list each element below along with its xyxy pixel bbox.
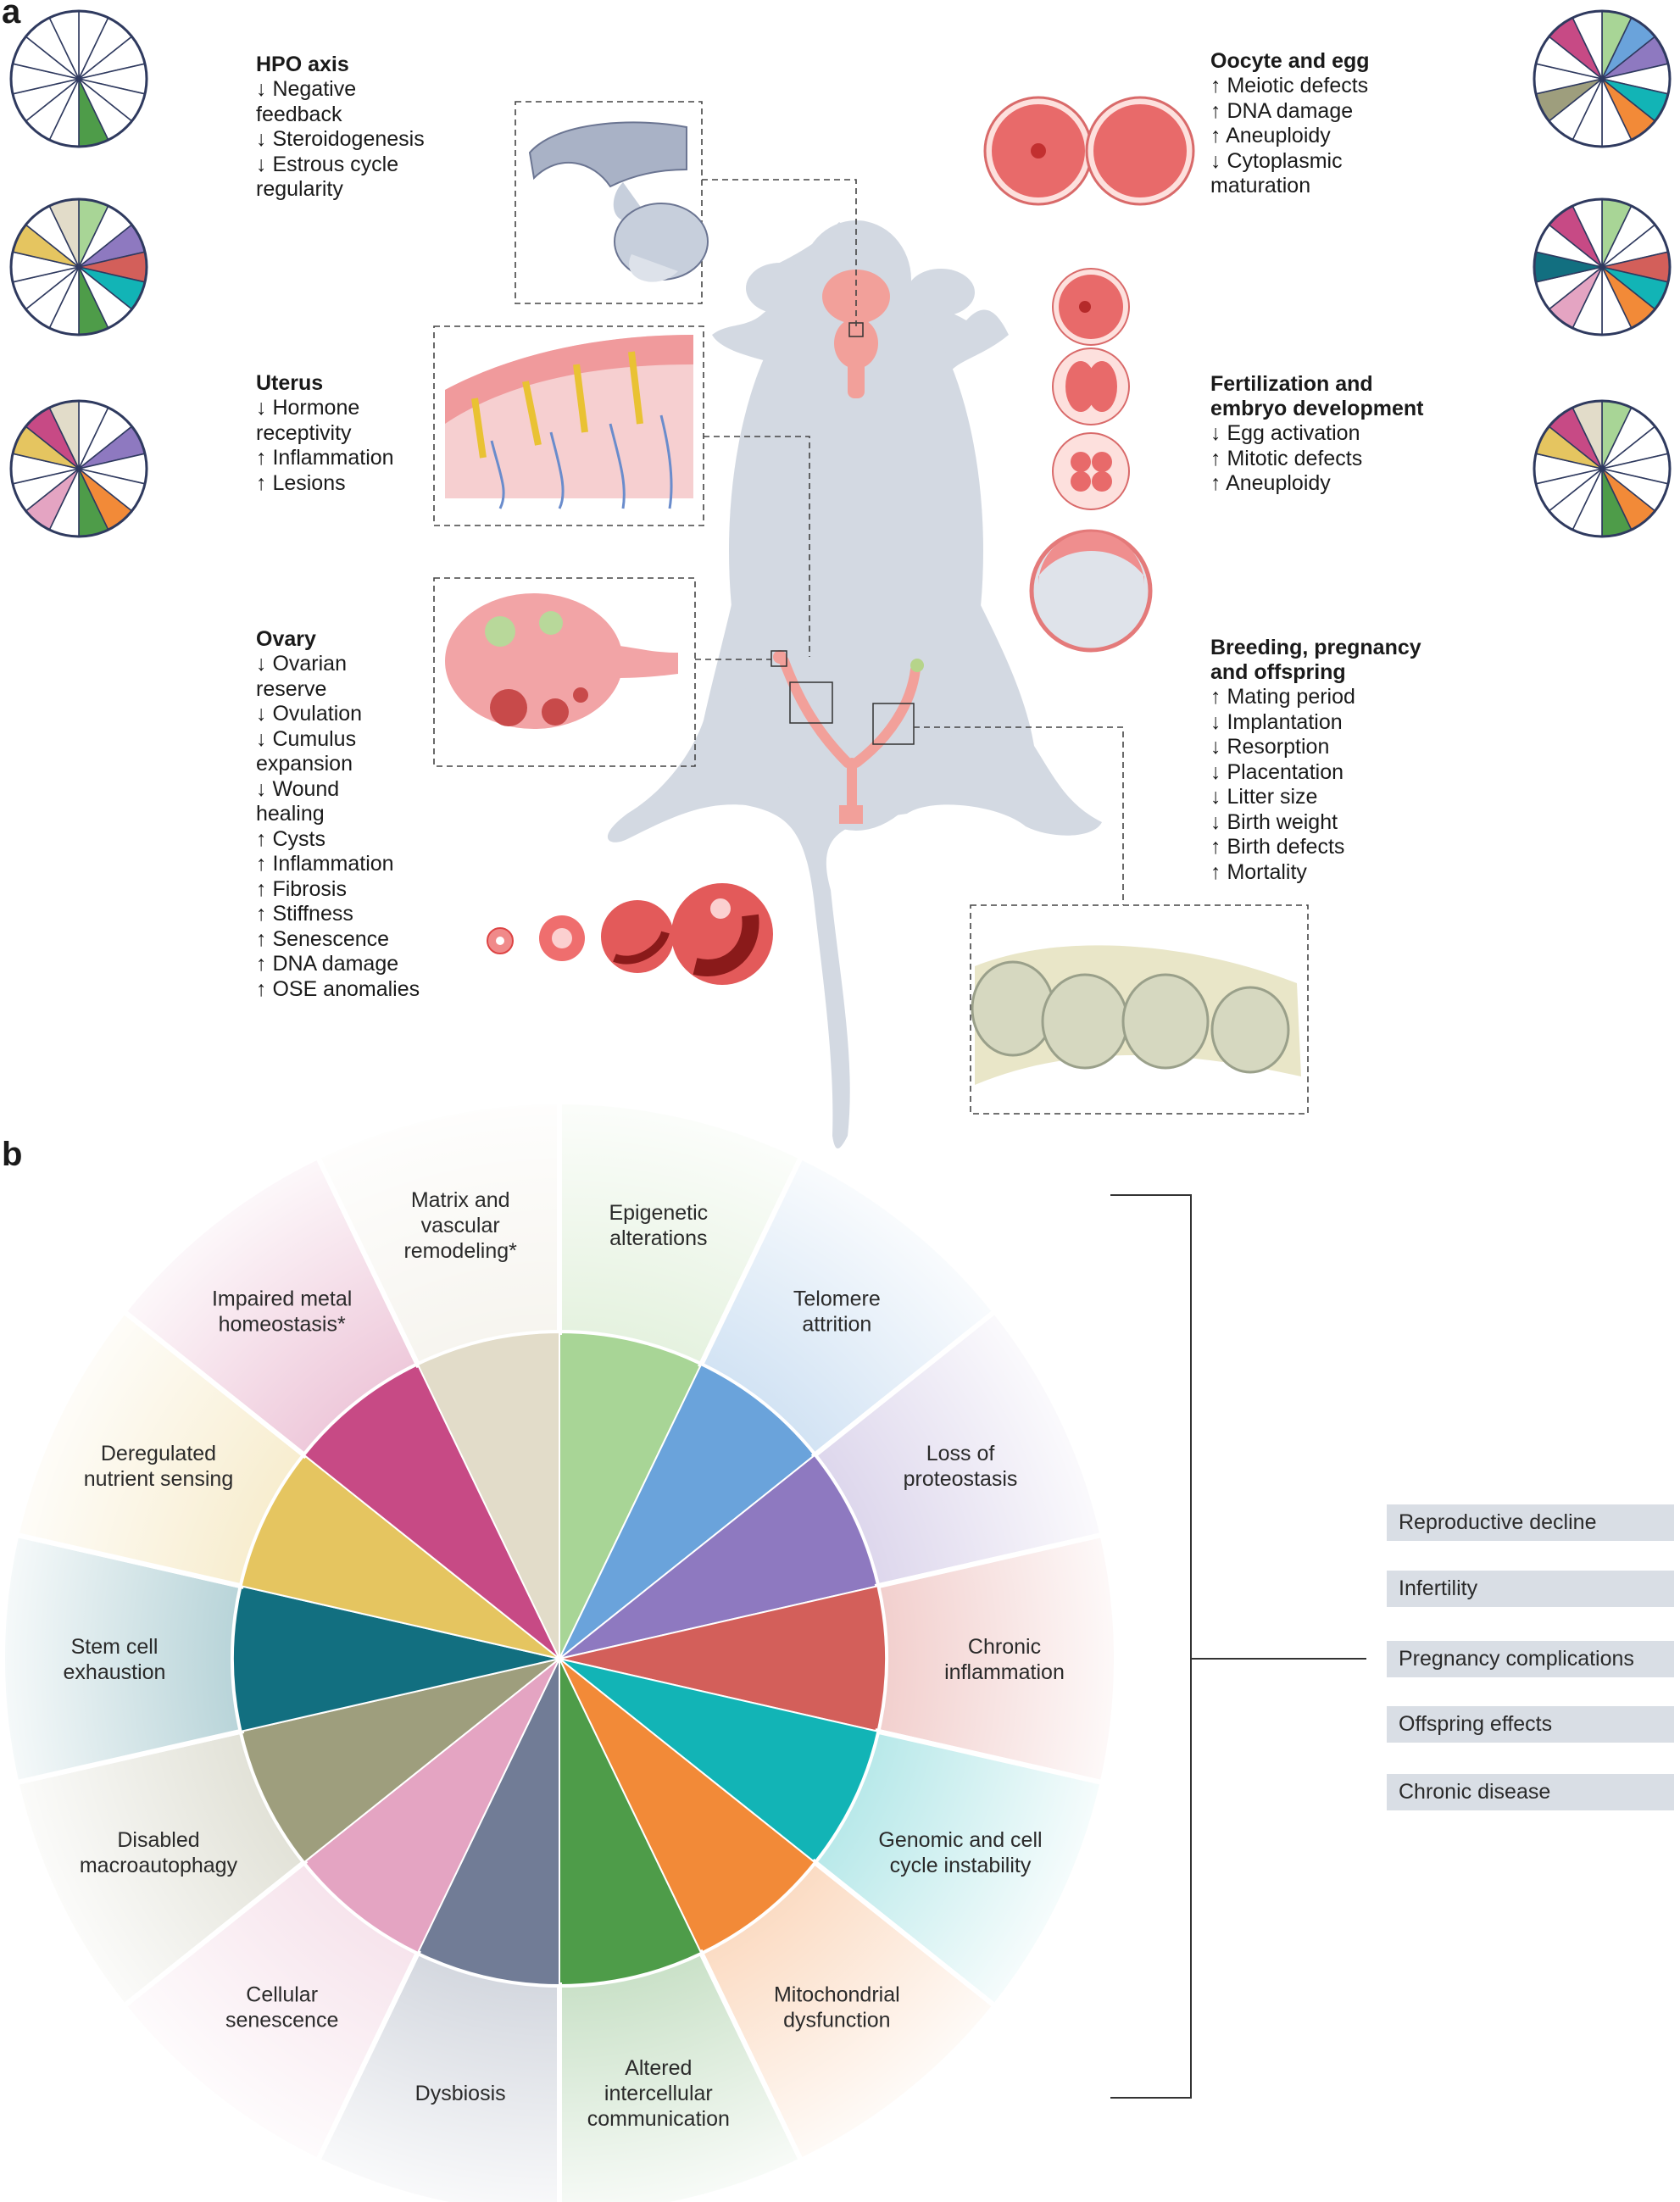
segment-genomic bbox=[559, 1658, 879, 1864]
uterus-block: Uterus ↓ Hormone receptivity ↑ Inflammat… bbox=[256, 371, 394, 496]
oocyte-eggs-icon bbox=[983, 96, 1195, 206]
embryo-stages-icon bbox=[1029, 268, 1153, 653]
segment-telomere bbox=[559, 1363, 816, 1660]
segment-communication bbox=[559, 1658, 703, 1987]
segment-autophagy bbox=[240, 1658, 560, 1864]
segment-mitochondrial bbox=[559, 1658, 816, 1955]
segment-dysbiosis bbox=[416, 1658, 560, 1987]
breeding-block: Breeding, pregnancy and offspring ↑ Mati… bbox=[1210, 636, 1421, 885]
uterus-items: ↓ Hormone receptivity ↑ Inflammation ↑ L… bbox=[256, 396, 394, 495]
panel-a-illustration bbox=[9, 9, 1672, 1148]
uterus-tissue-illustration-icon bbox=[445, 335, 693, 509]
ovary-mini-wheel bbox=[9, 399, 148, 538]
label-dysbiosis: Dysbiosis bbox=[415, 2082, 506, 2105]
breeding-items: ↑ Mating period ↓ Implantation ↓ Resorpt… bbox=[1210, 685, 1355, 884]
oocyte-mini-wheel bbox=[1533, 9, 1672, 148]
hpo-axis-block: HPO axis ↓ Negative feedback ↓ Steroidog… bbox=[256, 53, 425, 203]
segment-proteostasis bbox=[559, 1454, 879, 1660]
fertilization-title: Fertilization and embryo development bbox=[1210, 372, 1424, 420]
uterus-title: Uterus bbox=[256, 371, 324, 395]
segment-inflammation bbox=[559, 1585, 887, 1732]
hpo-mini-wheel bbox=[9, 9, 148, 148]
ovary-illustration-icon bbox=[445, 593, 678, 729]
hpo-axis-items: ↓ Negative feedback ↓ Steroidogenesis ↓ … bbox=[256, 77, 425, 201]
uterus-mini-wheel bbox=[9, 197, 148, 336]
fetuses-illustration-icon bbox=[971, 945, 1301, 1085]
ovary-items: ↓ Ovarian reserve ↓ Ovulation ↓ Cumulus … bbox=[256, 652, 420, 1001]
fertilization-items: ↓ Egg activation ↑ Mitotic defects ↑ Ane… bbox=[1210, 421, 1363, 495]
outcome-reproductive-decline: Reproductive decline bbox=[1387, 1504, 1674, 1541]
segment-nutrient bbox=[240, 1454, 560, 1660]
ovary-title: Ovary bbox=[256, 627, 316, 651]
segment-senescence bbox=[303, 1658, 560, 1955]
outcome-chronic-disease: Chronic disease bbox=[1387, 1774, 1674, 1810]
panel-a-label: a bbox=[2, 0, 21, 31]
outcome-offspring-effects: Offspring effects bbox=[1387, 1706, 1674, 1743]
outcome-bracket bbox=[1110, 1194, 1366, 2099]
breeding-mini-wheel bbox=[1533, 399, 1672, 538]
ovary-block: Ovary ↓ Ovarian reserve ↓ Ovulation ↓ Cu… bbox=[256, 627, 420, 1002]
oocyte-block: Oocyte and egg ↑ Meiotic defects ↑ DNA d… bbox=[1210, 49, 1370, 199]
panel-b-label: b bbox=[2, 1136, 23, 1173]
segment-epigenetic bbox=[559, 1331, 703, 1660]
oocyte-title: Oocyte and egg bbox=[1210, 49, 1370, 73]
segment-stemcell bbox=[232, 1585, 560, 1732]
fertilization-block: Fertilization and embryo development ↓ E… bbox=[1210, 372, 1423, 497]
mini-hallmark-wheels bbox=[9, 9, 1672, 538]
follicle-stages-icon bbox=[487, 883, 773, 985]
breeding-title: Breeding, pregnancy and offspring bbox=[1210, 636, 1421, 684]
oocyte-items: ↑ Meiotic defects ↑ DNA damage ↑ Aneuplo… bbox=[1210, 74, 1369, 197]
outcome-infertility: Infertility bbox=[1387, 1571, 1674, 1607]
segment-matrix bbox=[416, 1331, 560, 1660]
segment-metal bbox=[303, 1363, 560, 1660]
pituitary-illustration-icon bbox=[528, 121, 709, 282]
hpo-axis-title: HPO axis bbox=[256, 53, 349, 76]
fertilization-mini-wheel bbox=[1533, 197, 1672, 336]
outcome-pregnancy-complications: Pregnancy complications bbox=[1387, 1641, 1674, 1677]
brain-icon bbox=[822, 270, 890, 398]
